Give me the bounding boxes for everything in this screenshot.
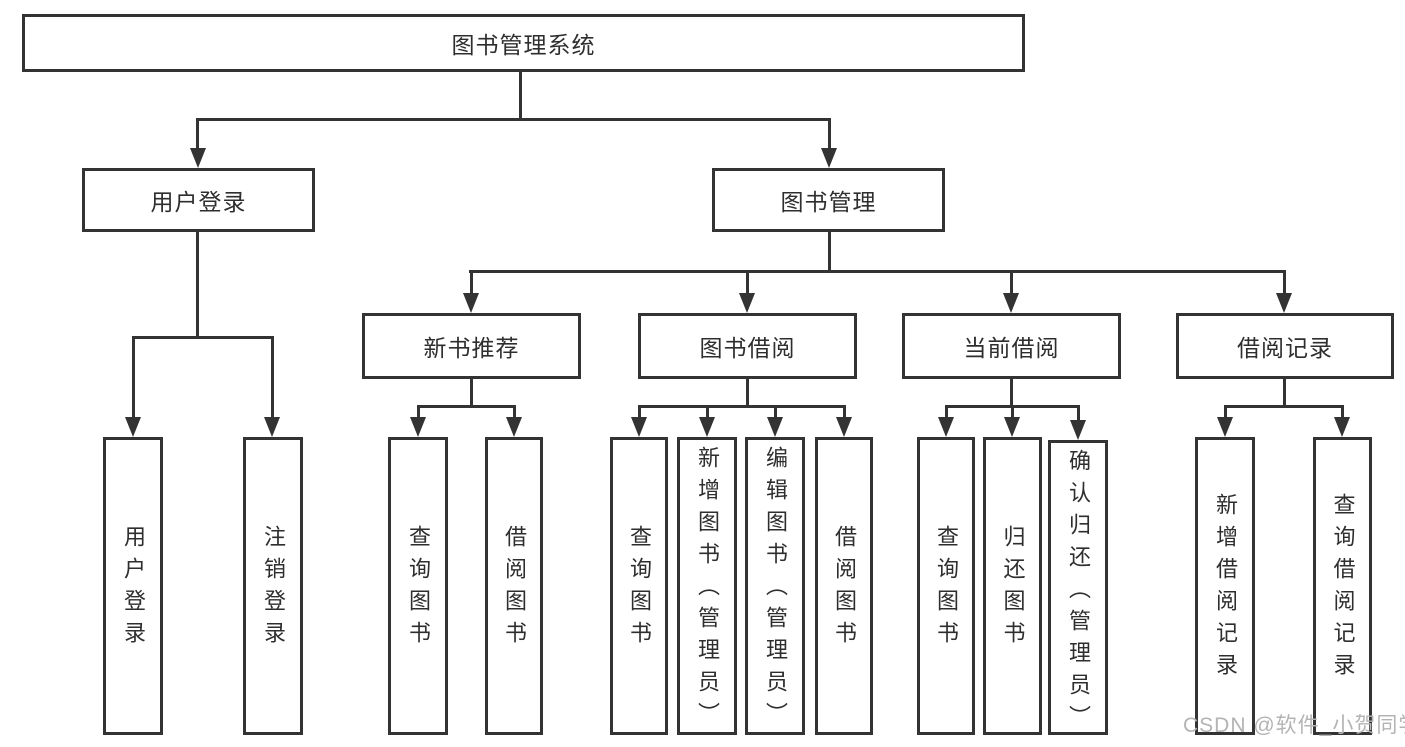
- leaf-label: 编辑图书（管理员）: [763, 446, 788, 734]
- connector-line: [945, 405, 948, 419]
- connector-line: [774, 405, 777, 419]
- connector-line: [1224, 405, 1344, 408]
- connector-line: [1341, 405, 1344, 419]
- arrow-down-icon: [1004, 417, 1020, 437]
- leaf-query-books-borrowing: 查询图书: [610, 437, 668, 735]
- connector-line: [1283, 379, 1286, 407]
- connector-line: [196, 232, 199, 338]
- connector-line: [196, 118, 199, 150]
- leaf-label: 查询借阅记录: [1330, 493, 1356, 685]
- connector-line: [1283, 270, 1286, 295]
- connector-line: [470, 379, 473, 407]
- arrow-down-icon: [631, 417, 647, 437]
- connector-line: [417, 405, 516, 408]
- leaf-user-login: 用户登录: [103, 437, 163, 735]
- arrow-down-icon: [1003, 293, 1019, 313]
- arrow-down-icon: [699, 417, 715, 437]
- leaf-confirm-return-admin: 确认归还（管理员）: [1048, 440, 1108, 737]
- connector-line: [746, 379, 749, 407]
- arrow-down-icon: [264, 417, 280, 437]
- arrow-down-icon: [1217, 417, 1233, 437]
- arrow-down-icon: [938, 417, 954, 437]
- arrow-down-icon: [1276, 293, 1292, 313]
- leaf-return-book: 归还图书: [983, 437, 1042, 735]
- arrow-down-icon: [739, 293, 755, 313]
- leaf-query-borrow-record: 查询借阅记录: [1313, 437, 1372, 735]
- connector-line: [828, 118, 831, 150]
- connector-line: [843, 405, 846, 419]
- connector-line: [1011, 405, 1014, 419]
- leaf-label: 查询图书: [627, 525, 652, 653]
- leaf-query-books-recommend: 查询图书: [388, 437, 448, 735]
- leaf-label: 确认归还（管理员）: [1066, 449, 1091, 737]
- arrow-down-icon: [125, 417, 141, 437]
- connector-line: [132, 336, 135, 419]
- connector-line: [271, 336, 274, 419]
- connector-line: [638, 405, 641, 419]
- arrow-down-icon: [190, 148, 206, 168]
- arrow-down-icon: [506, 417, 522, 437]
- arrow-down-icon: [836, 417, 852, 437]
- connector-line: [706, 405, 709, 419]
- connector-line: [513, 405, 516, 419]
- arrow-down-icon: [410, 417, 426, 437]
- connector-line: [828, 232, 831, 272]
- leaf-add-borrow-record: 新增借阅记录: [1195, 437, 1255, 735]
- node-current-borrowing: 当前借阅: [902, 313, 1121, 379]
- leaf-label: 借阅图书: [502, 525, 527, 653]
- connector-line: [519, 70, 522, 118]
- node-library-management-system: 图书管理系统: [22, 14, 1025, 72]
- leaf-borrow-books-recommend: 借阅图书: [485, 437, 543, 735]
- node-new-book-recommendation: 新书推荐: [362, 313, 581, 379]
- connector-line: [132, 336, 274, 339]
- leaf-query-books-current: 查询图书: [917, 437, 975, 735]
- leaf-label: 借阅图书: [832, 525, 857, 653]
- connector-line: [470, 270, 473, 295]
- leaf-label: 新增借阅记录: [1213, 493, 1238, 685]
- connector-line: [1077, 405, 1080, 422]
- leaf-logout: 注销登录: [243, 437, 303, 735]
- leaf-label: 新增图书（管理员）: [695, 446, 720, 734]
- connector-line: [1010, 270, 1013, 295]
- leaf-label: 用户登录: [121, 525, 146, 653]
- arrow-down-icon: [463, 293, 479, 313]
- leaf-label: 查询图书: [934, 525, 959, 653]
- leaf-label: 查询图书: [406, 525, 431, 653]
- leaf-label: 注销登录: [261, 525, 286, 653]
- node-borrowing-records: 借阅记录: [1176, 313, 1394, 379]
- arrow-down-icon: [767, 417, 783, 437]
- arrow-down-icon: [1070, 420, 1086, 440]
- connector-line: [638, 405, 846, 408]
- connector-line: [1224, 405, 1227, 419]
- node-book-borrowing: 图书借阅: [638, 313, 857, 379]
- leaf-edit-book-admin: 编辑图书（管理员）: [745, 437, 805, 735]
- arrow-down-icon: [1334, 417, 1350, 437]
- connector-line: [1010, 379, 1013, 407]
- connector-line: [746, 270, 749, 295]
- leaf-add-book-admin: 新增图书（管理员）: [677, 437, 737, 735]
- connector-line: [417, 405, 420, 419]
- csdn-watermark: CSDN @软件_小贺同学: [1183, 714, 1405, 737]
- connector-line: [197, 118, 831, 121]
- arrow-down-icon: [821, 148, 837, 168]
- connector-line: [469, 270, 1285, 273]
- node-book-management: 图书管理: [712, 168, 945, 232]
- leaf-label: 归还图书: [1000, 525, 1026, 653]
- leaf-borrow-books: 借阅图书: [815, 437, 873, 735]
- node-user-login: 用户登录: [82, 168, 315, 232]
